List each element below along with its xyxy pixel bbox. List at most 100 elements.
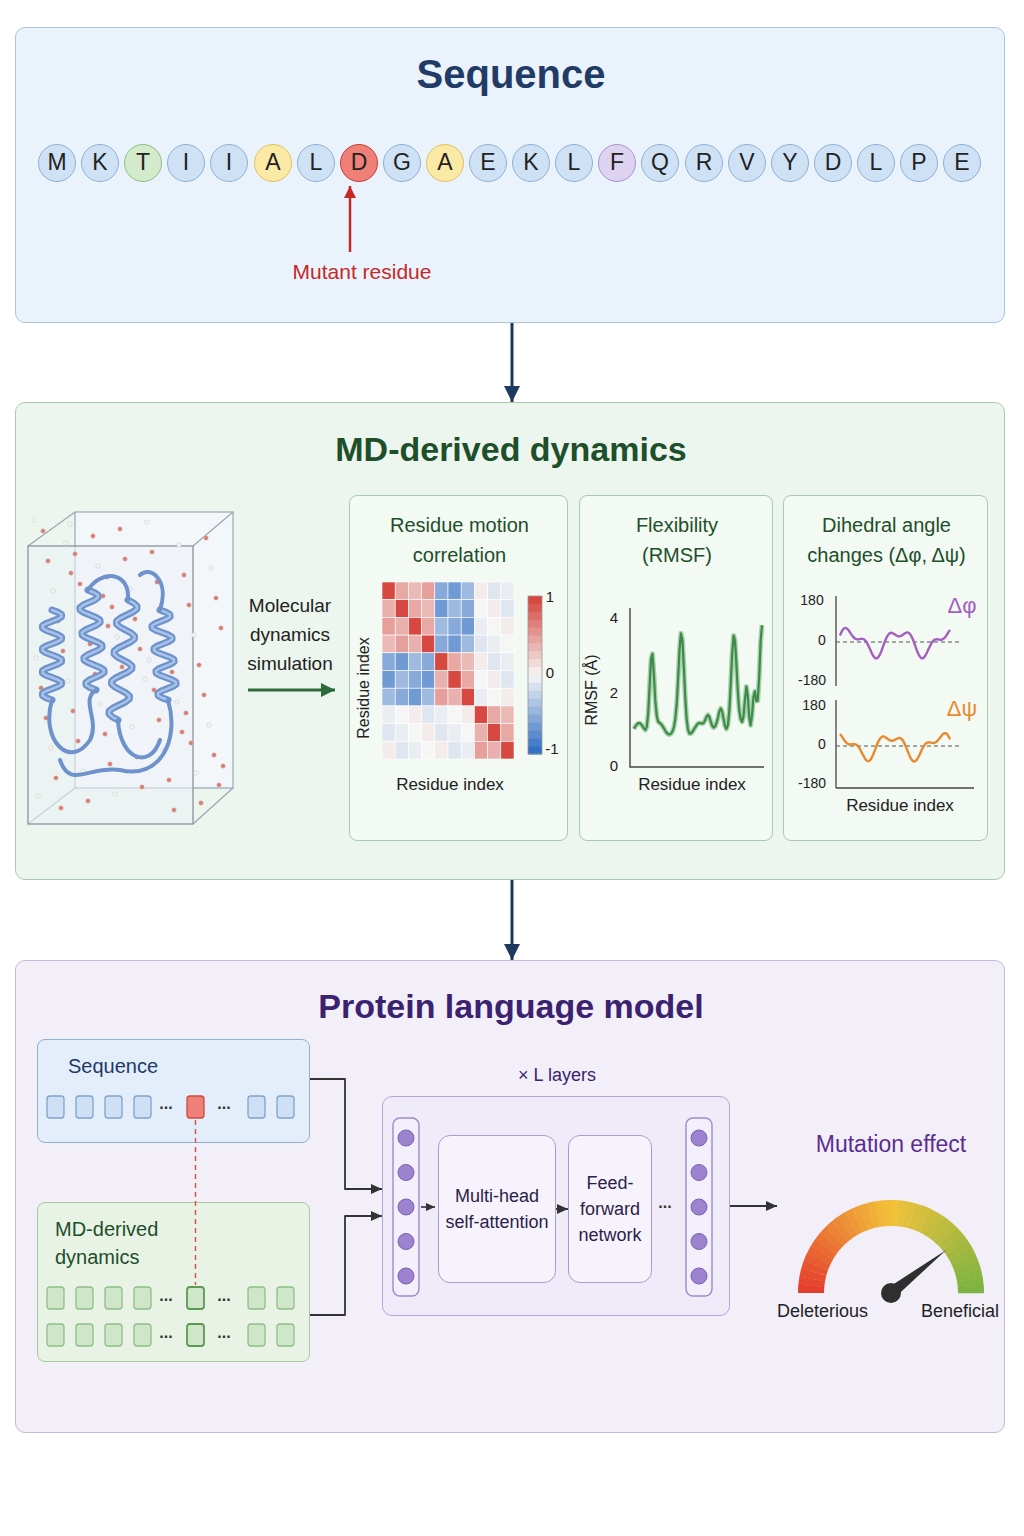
gauge-arc (819, 1253, 822, 1260)
mutant-pointer (349, 186, 352, 252)
axis-line (835, 596, 836, 686)
text-label: ... (217, 1095, 230, 1113)
token-square (134, 1096, 151, 1118)
heatmap-cell (488, 706, 501, 724)
gauge-arc (830, 1236, 835, 1241)
layer-box: Multi-head self-attention (438, 1135, 556, 1283)
heatmap-cell (461, 600, 474, 618)
heatmap-cell (435, 600, 448, 618)
water-dot (83, 612, 88, 617)
heatmap-cell (422, 653, 435, 671)
heatmap-cell (382, 582, 395, 600)
embedding-dot (398, 1199, 414, 1215)
feature-square (187, 1287, 204, 1309)
token-square (105, 1096, 122, 1118)
water-dot (68, 522, 73, 527)
residue-circle: D (340, 144, 378, 182)
heatmap-cell (501, 600, 514, 618)
protein-helix-shine (43, 610, 62, 700)
text-label: Δψ (947, 696, 977, 722)
water-dot (103, 732, 108, 737)
heatmap-cell (461, 635, 474, 653)
gauge-arc (966, 1266, 968, 1273)
heatmap-cell (501, 582, 514, 600)
text-label: -180 (798, 775, 826, 791)
protein-helix (80, 590, 104, 690)
panel: Protein language modelSequenceMD-derived… (15, 960, 1005, 1433)
water-dot (66, 679, 71, 684)
water-dot (204, 536, 209, 541)
heatmap-cell (422, 582, 435, 600)
heatmap-cell (395, 600, 408, 618)
axis-label: Residue index (355, 637, 373, 738)
water-dot (130, 725, 135, 730)
text-label: 180 (802, 697, 825, 713)
water-dot (106, 624, 111, 629)
water-dot (110, 605, 115, 610)
colorbar-step (528, 643, 542, 651)
colorbar-step (528, 596, 542, 604)
residue-circle: L (297, 144, 335, 182)
sim-box-front (28, 546, 193, 824)
node-title: MD-derived dynamics (55, 1215, 180, 1271)
water-dot (133, 617, 138, 622)
water-dot (167, 778, 172, 783)
heatmap-cell (501, 741, 514, 759)
water-dot (76, 739, 81, 744)
text-label: -180 (798, 672, 826, 688)
residue-circle: E (469, 144, 507, 182)
water-dot (199, 801, 204, 806)
water-dot (73, 552, 78, 557)
residue-circle: G (383, 144, 421, 182)
embedding-dot (691, 1199, 707, 1215)
water-dot (214, 596, 219, 601)
heatmap-cell (488, 724, 501, 742)
heatmap-cell (422, 741, 435, 759)
gauge-arc (918, 1218, 925, 1221)
heatmap-cell (395, 688, 408, 706)
heatmap-cell (488, 653, 501, 671)
water-dot (209, 566, 214, 571)
phi-curve (840, 628, 950, 659)
heatmap-cell (435, 706, 448, 724)
heatmap-cell (435, 724, 448, 742)
flow-arrow (511, 323, 514, 402)
gauge-arc (937, 1228, 943, 1232)
heatmap-cell (408, 582, 421, 600)
protein-helix-shine (80, 590, 104, 690)
heatmap-cell (395, 671, 408, 689)
water-dot (194, 771, 199, 776)
heatmap-cell (474, 706, 487, 724)
text-label: Mutant residue (293, 260, 432, 284)
water-dot (147, 658, 152, 663)
heatmap-cell (408, 671, 421, 689)
water-dot (217, 783, 222, 788)
text-label: 4 (610, 609, 618, 626)
colorbar-step (528, 628, 542, 636)
heatmap-cell (435, 688, 448, 706)
heatmap-cell (448, 600, 461, 618)
text-label: ... (217, 1287, 230, 1305)
input-box: MD-derived dynamics (37, 1202, 310, 1362)
gauge: Mutation effectDeleteriousBeneficial (777, 1127, 1005, 1327)
heatmap-cell (382, 635, 395, 653)
water-dot (192, 633, 197, 638)
gauge-arc (822, 1247, 826, 1253)
node-title: I (211, 145, 247, 181)
residue-circle: Q (641, 144, 679, 182)
heatmap-cell (474, 635, 487, 653)
heatmap-cell (501, 617, 514, 635)
water-dot (123, 557, 128, 562)
heatmap-cell (395, 653, 408, 671)
water-dot (64, 541, 69, 546)
feature-square (76, 1287, 93, 1309)
heatmap-cell (408, 706, 421, 724)
gauge-arc (840, 1227, 846, 1231)
rmsf-shadow (634, 625, 762, 734)
water-dot (150, 550, 155, 555)
water-dot (187, 603, 192, 608)
gauge-arc (816, 1259, 819, 1266)
colorbar-step (528, 683, 542, 691)
embedding-dot (691, 1268, 707, 1284)
